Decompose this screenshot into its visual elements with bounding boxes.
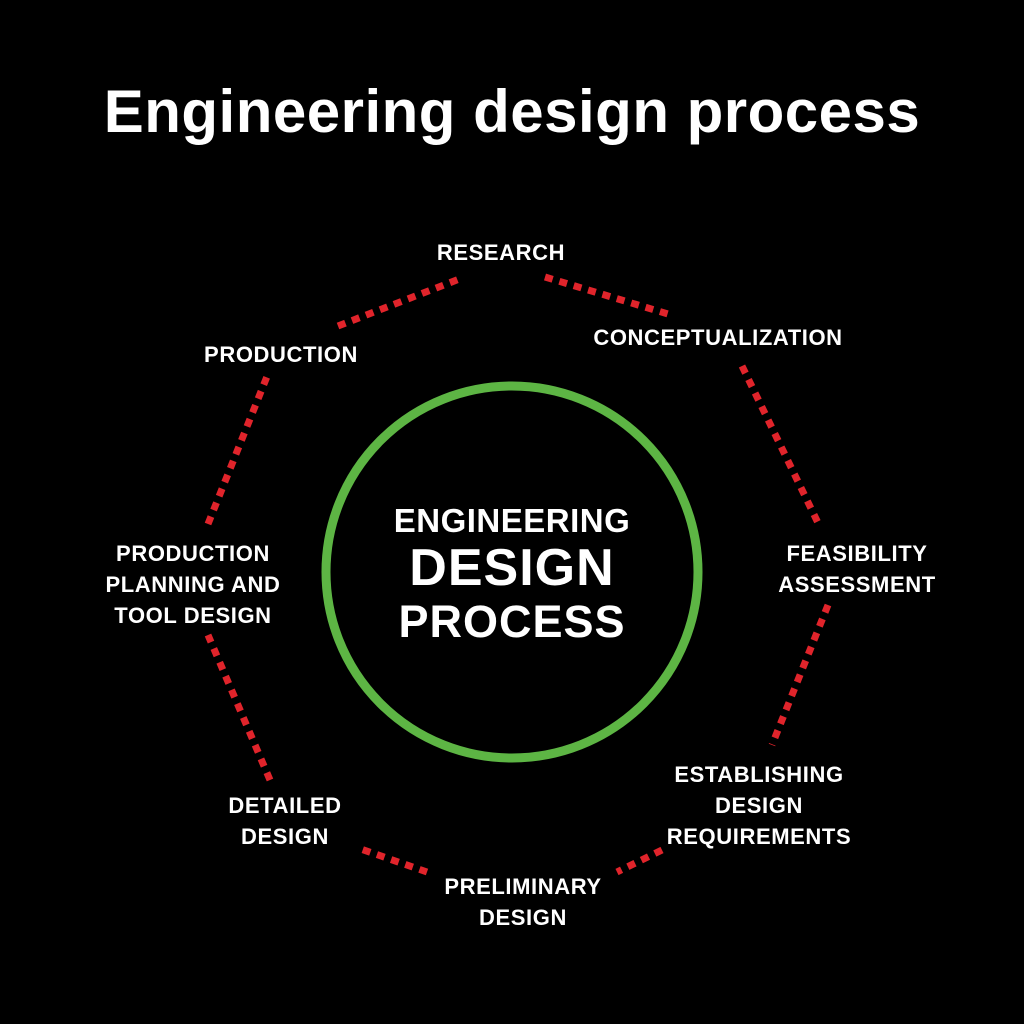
step-detailed-design: DETAILED DESIGN: [228, 790, 341, 852]
step-feasibility-assessment: FEASIBILITY ASSESSMENT: [778, 538, 936, 600]
connector-establishing-preliminary: [615, 846, 664, 876]
center-circle: [321, 381, 703, 763]
step-establishing-line-2: DESIGN: [715, 793, 803, 818]
connector-group: [204, 273, 832, 876]
connector-production-planning-production: [204, 372, 272, 526]
step-establishing-design-requirements: ESTABLISHING DESIGN REQUIREMENTS: [667, 759, 851, 852]
step-research: RESEARCH: [437, 237, 565, 268]
step-feasibility-line-1: FEASIBILITY: [786, 541, 928, 566]
step-research-line: RESEARCH: [436, 240, 566, 265]
step-production: PRODUCTION: [204, 339, 358, 370]
step-preliminary-line-2: DESIGN: [479, 905, 567, 930]
step-establishing-line-3: REQUIREMENTS: [666, 824, 852, 849]
step-production-line: PRODUCTION: [204, 342, 358, 367]
connector-production-research: [336, 274, 464, 330]
connector-detailed-production-planning: [204, 633, 274, 782]
connector-research-conceptualization: [543, 273, 670, 318]
step-production-planning-line-2: PLANNING AND: [105, 572, 281, 597]
center-label-line-3: PROCESS: [398, 596, 626, 647]
page-title: Engineering design process: [103, 78, 921, 145]
step-preliminary-design: PRELIMINARY DESIGN: [444, 871, 601, 933]
step-establishing-line-1: ESTABLISHING: [674, 762, 844, 787]
step-conceptualization: CONCEPTUALIZATION: [593, 322, 842, 353]
step-detailed-line-1: DETAILED: [228, 793, 342, 818]
connector-conceptualization-feasibility: [738, 364, 824, 529]
step-production-planning-line-3: TOOL DESIGN: [114, 603, 272, 628]
step-production-planning-and-tool-design: PRODUCTION PLANNING AND TOOL DESIGN: [105, 538, 280, 631]
center-label-line-2: DESIGN: [409, 539, 615, 597]
step-conceptualization-line: CONCEPTUALIZATION: [593, 325, 843, 350]
step-detailed-line-2: DESIGN: [241, 824, 329, 849]
connector-feasibility-establishing: [768, 603, 832, 747]
connector-preliminary-detailed: [356, 844, 429, 876]
step-preliminary-line-1: PRELIMINARY: [444, 874, 602, 899]
step-production-planning-line-1: PRODUCTION: [116, 541, 270, 566]
center-label-line-1: ENGINEERING: [393, 502, 631, 539]
center-label: ENGINEERING DESIGN PROCESS: [394, 502, 631, 648]
step-feasibility-line-2: ASSESSMENT: [778, 572, 936, 597]
